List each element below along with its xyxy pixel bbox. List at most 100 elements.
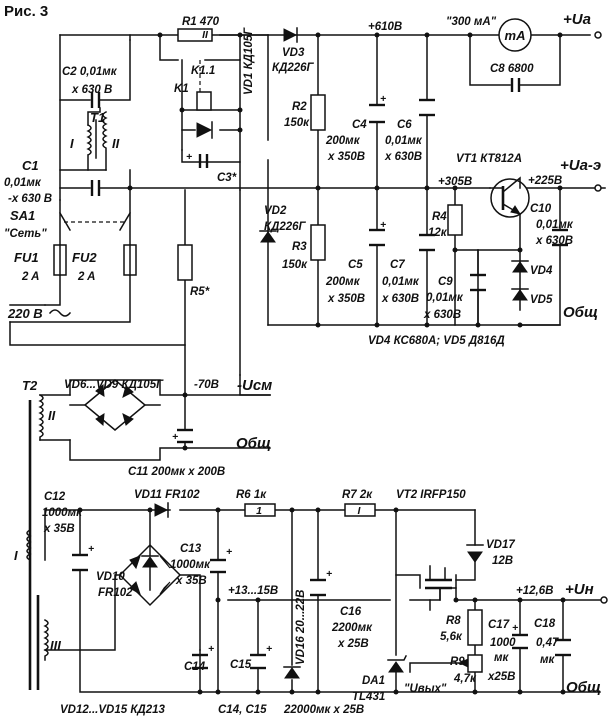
resistor-r5: R5* (177, 244, 210, 298)
svg-text:VD17: VD17 (486, 539, 515, 551)
svg-text:VD4: VD4 (530, 265, 553, 277)
resistor-r9: R9 4,7к (450, 654, 483, 685)
capacitor-c14: + C14 (184, 643, 214, 673)
label-ucm: -Uсм (237, 377, 272, 394)
svg-text:+225B: +225B (528, 175, 562, 187)
svg-text:-x 630 B: -x 630 B (8, 193, 52, 205)
capacitor-c13: + C13 1000мк x 35B (170, 543, 232, 587)
capacitor-c1: C1 0,01мк -x 630 B (4, 158, 101, 205)
svg-text:C8 6800: C8 6800 (490, 63, 534, 75)
zener-vd17: VD17 12B (466, 539, 515, 567)
svg-text:1000: 1000 (490, 637, 516, 649)
zener-vd4-vd5: VD4 VD5 (511, 260, 553, 306)
svg-text:+: + (326, 568, 332, 580)
svg-text:C16: C16 (340, 606, 362, 618)
capacitor-c9: C9 0,01мк x 630B (423, 273, 486, 321)
label-610v: +610B (368, 21, 402, 33)
svg-text:VD11 FR102: VD11 FR102 (134, 489, 200, 501)
svg-text:200мк: 200мк (325, 135, 361, 147)
resistor-r4: R4 12к (428, 204, 463, 239)
svg-text:x 630B: x 630B (381, 293, 419, 305)
svg-text:T1: T1 (90, 110, 105, 125)
label-vd12-vd15: VD12...VD15 КД213 (60, 704, 165, 716)
svg-text:R9: R9 (450, 656, 465, 668)
svg-text:I: I (14, 548, 18, 563)
svg-text:II: II (112, 136, 120, 151)
svg-text:2200мк: 2200мк (331, 622, 373, 634)
capacitor-c16: + C16 2200мк x 25B (310, 568, 373, 650)
svg-text:FR102: FR102 (98, 587, 133, 599)
svg-text:R5*: R5* (190, 286, 210, 298)
figure-label: Рис. 3 (4, 3, 48, 20)
svg-text:+: + (512, 622, 518, 634)
svg-text:+: + (172, 431, 178, 443)
svg-text:C6: C6 (397, 119, 412, 131)
svg-text:C3*: C3* (217, 172, 237, 184)
junctions-top (127, 32, 563, 328)
svg-text:C14: C14 (184, 661, 206, 673)
label-c14-c15-value: 22000мк x 25B (283, 704, 364, 716)
svg-text:R4: R4 (432, 211, 447, 223)
svg-text:150к: 150к (284, 117, 310, 129)
capacitor-c4: + C4 200мк x 350B (325, 93, 386, 163)
resistor-r1: II R1 470 (177, 16, 220, 42)
transformer-t2-ii: T2 II (22, 378, 56, 690)
label-vd6-vd9: VD6...VD9 КД105Г (64, 379, 164, 391)
svg-text:мк: мк (540, 654, 556, 666)
svg-text:+: + (88, 543, 94, 555)
svg-text:+: + (266, 643, 272, 655)
svg-text:C1: C1 (22, 158, 39, 173)
svg-text:КД226Г: КД226Г (272, 62, 315, 74)
capacitor-c15: + C15 (230, 643, 272, 671)
capacitor-c2: C2 0,01мк x 630 B (62, 66, 118, 108)
junction-mid-1 (182, 392, 188, 398)
svg-text:VD3: VD3 (282, 47, 305, 59)
svg-text:R7 2к: R7 2к (342, 489, 373, 501)
capacitor-c6: C6 0,01мк x 630B (384, 98, 435, 163)
svg-text:I: I (358, 505, 362, 517)
meter-ma: mA "300 мА" +Uа (446, 11, 602, 52)
svg-text:I: I (70, 136, 74, 151)
svg-text:+Uа-э: +Uа-э (560, 157, 601, 174)
svg-text:C9: C9 (438, 276, 453, 288)
svg-text:+: + (226, 546, 232, 558)
svg-text:x 350B: x 350B (327, 151, 365, 163)
resistor-r7: I R7 2к (342, 489, 376, 517)
svg-text:+305B: +305B (438, 176, 472, 188)
svg-text:+: + (380, 219, 386, 231)
label-un: +Uн (565, 581, 594, 598)
resistor-r8: R8 5,6к (440, 609, 483, 646)
svg-text:"Сеть": "Сеть" (4, 228, 47, 240)
svg-text:КД226Г: КД226Г (264, 221, 307, 233)
label-obsch-bottom: Общ (566, 679, 601, 696)
svg-text:0,01мк: 0,01мк (426, 292, 464, 304)
svg-text:+: + (186, 151, 192, 163)
capacitor-c10: C10 0,01мк x 630B (530, 203, 574, 247)
svg-text:TL431: TL431 (352, 691, 385, 703)
resistor-r2: R2 150к (284, 94, 326, 131)
svg-text:4,7к: 4,7к (453, 673, 477, 685)
svg-text:SA1: SA1 (10, 208, 35, 223)
svg-text:5,6к: 5,6к (440, 631, 463, 643)
svg-text:x 25B: x 25B (337, 638, 369, 650)
svg-text:C12: C12 (44, 491, 66, 503)
capacitor-c5: + C5 200мк x 350B (325, 219, 386, 305)
label-c14-c15: C14, C15 (218, 704, 267, 716)
svg-text:R1 470: R1 470 (182, 16, 220, 28)
svg-text:x 630B: x 630B (384, 151, 422, 163)
capacitor-c18: C18 0,47 мк (534, 618, 571, 666)
svg-text:0,01мк: 0,01мк (536, 219, 574, 231)
svg-text:x 630 B: x 630 B (71, 84, 112, 96)
capacitor-c17: + C17 1000 мк x25B (487, 619, 528, 683)
svg-text:x25B: x25B (487, 671, 516, 683)
svg-text:0,47: 0,47 (536, 637, 559, 649)
capacitor-c11: + C11 200мк x 200B (128, 428, 225, 478)
transistor-vt1: VT1 КТ812А +Uа-э +305B +225B (438, 153, 602, 218)
svg-text:1: 1 (256, 505, 262, 517)
transistor-vt2: VT2 IRFP150 (395, 489, 466, 601)
capacitor-c7: C7 0,01мк x 630B (381, 233, 435, 305)
diode-vd10: VD10 FR102 (96, 555, 159, 599)
capacitor-c12: + C12 1000мк x 35B (42, 491, 94, 572)
label-vd4-vd5: VD4 КС680А; VD5 Д816Д (368, 335, 505, 347)
